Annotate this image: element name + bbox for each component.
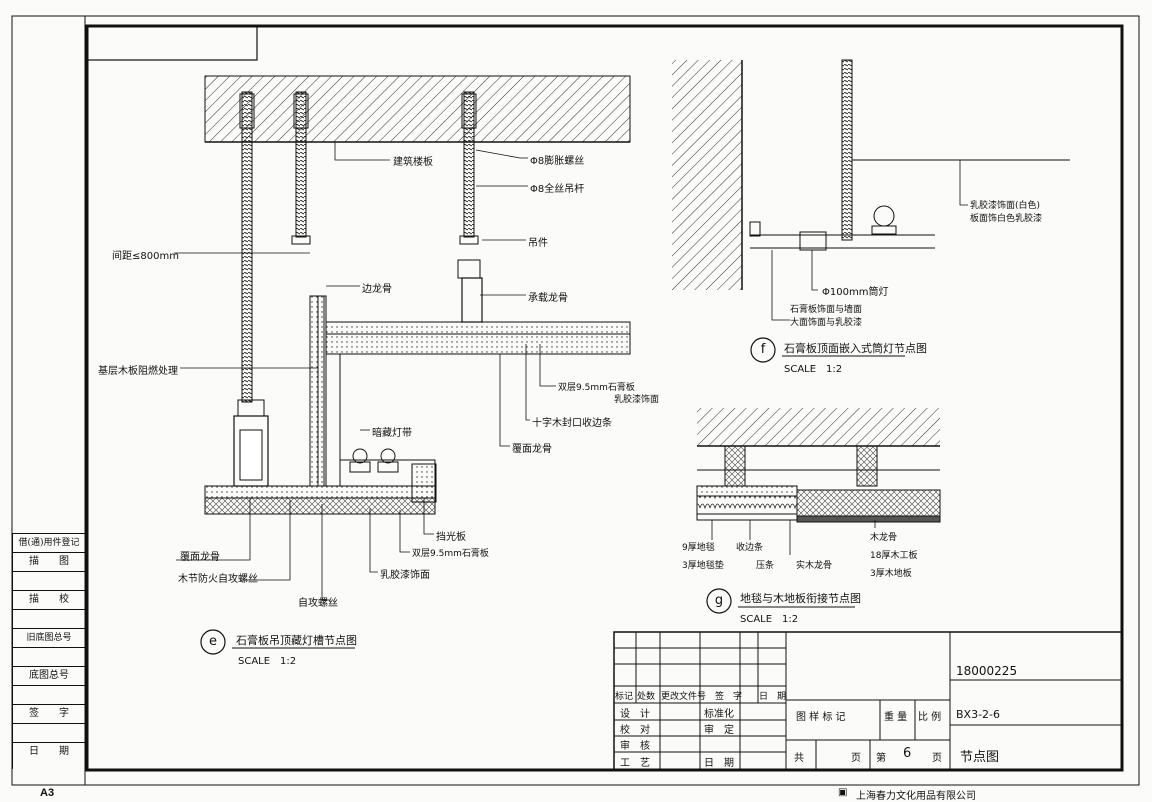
tb-proof: 校 对 [620,725,650,736]
label-paint: 乳胶漆饰面 [614,395,660,405]
vendor-name: 上海春力文化用品有限公司 [856,791,976,802]
label-hanger: 吊件 [528,238,548,249]
register-item-sign: 签 字 [13,704,85,723]
label-double-gypsum-2: 双层9.5mm石膏板 [412,549,489,559]
label-floor: 3厚木地板 [870,569,912,579]
register-item-old-no: 旧底图总号 [13,628,85,647]
label-base-board: 基层木板阻燃处理 [98,366,178,377]
label-f-right-2: 板面饰白色乳胶漆 [970,214,1043,224]
label-f-edge-1: 石膏板饰面与墙面 [790,305,863,315]
tb-header-count: 处数 [637,692,656,702]
label-underlay: 3厚地毯垫 [682,561,724,571]
tb-scale-label: 比 例 [918,712,942,723]
tb-header-sign: 签 字 [715,692,743,702]
detail-e-marker-circle [200,629,226,655]
label-trim: 压条 [756,561,775,571]
label-strip: 收边条 [736,543,764,553]
label-paint-2: 乳胶漆饰面 [380,570,430,581]
detail-e-scale: SCALE 1:2 [238,656,297,667]
label-f-edge-2: 大面饰面与乳胶漆 [790,318,863,328]
sheet-size-label: A3 [40,787,55,799]
tb-date: 日 期 [704,758,734,769]
register-header: 借(通)用件登记 [13,533,85,552]
label-wood-finish: 十字木封口收边条 [532,418,612,429]
label-spacing: 间距≤800mm [112,251,179,262]
label-f-right-1: 乳胶漆饰面(白色) [970,201,1041,211]
register-blank [13,723,85,742]
label-cover-keel-2: 覆面龙骨 [180,552,220,563]
register-item-base-no: 底图总号 [13,666,85,685]
label-led: 暗藏灯带 [372,428,412,439]
detail-e-drawing [174,75,631,601]
detail-f-marker: f [760,342,766,357]
tb-material: BX3-2-6 [956,708,1001,721]
label-screw: 自攻螺丝 [298,598,338,609]
tb-process: 工 艺 [620,758,650,769]
tb-name: 节点图 [960,750,1000,765]
label-downlight: Φ100mm筒灯 [822,287,889,298]
label-double-gypsum: 双层9.5mm石膏板 [558,383,635,393]
detail-f-title: 石膏板顶面嵌入式筒灯节点图 [784,342,927,355]
register-column: 借(通)用件登记 描 图 描 校 旧底图总号 底图总号 签 字 日 期 [12,533,86,769]
register-item-check: 描 校 [13,590,85,609]
tb-header-change-doc: 更改文件号 [661,692,707,702]
register-blank [13,647,85,666]
title-block-grid [613,631,1123,771]
register-blank [13,571,85,590]
tb-header-date: 日 期 [759,692,787,702]
tb-sheet-label: 第 [876,753,886,764]
detail-g-drawing [696,408,941,555]
detail-e-title: 石膏板吊顶藏灯槽节点图 [236,634,357,647]
label-wood-keel: 木龙骨 [870,533,898,543]
label-cover-keel: 覆面龙骨 [512,444,552,455]
label-slab: 建筑楼板 [393,157,433,168]
tb-review: 审 核 [620,741,650,752]
tb-header-mark: 标记 [615,692,634,702]
label-expansion-bolt: Φ8膨胀螺丝 [530,156,585,167]
vendor-logo: ▣ [838,787,848,798]
label-shield: 挡光板 [436,532,466,543]
label-edge-keel: 边龙骨 [362,284,392,295]
tb-drawing-no: 18000225 [956,664,1018,678]
tb-mark-label: 图 样 标 记 [796,712,846,723]
register-blank [13,609,85,628]
detail-f-scale: SCALE 1:2 [784,364,843,375]
label-plywood: 18厚木工板 [870,551,918,561]
label-substrate: 实木龙骨 [796,561,833,571]
tb-page-label: 页 [851,753,861,764]
tb-total-label: 共 [794,753,804,764]
tb-sheet-page: 页 [932,753,942,764]
tb-standard: 标准化 [704,709,734,720]
register-blank [13,685,85,704]
label-wood-trim: 木节防火自攻螺丝 [178,574,258,585]
tb-design: 设 计 [620,709,650,720]
detail-g-title: 地毯与木地板衔接节点图 [740,592,861,605]
detail-g-marker-circle [706,588,732,614]
detail-f-marker-circle [750,337,776,363]
label-carpet: 9厚地毯 [682,543,715,553]
detail-e-marker: e [209,634,217,649]
detail-g-marker: g [714,593,724,608]
detail-f-drawing [672,59,1070,321]
register-item-date: 日 期 [13,742,85,761]
label-main-keel: 承载龙骨 [528,293,568,304]
tb-approve: 审 定 [704,725,734,736]
tb-weight-label: 重 量 [884,712,908,723]
tb-sheet-no: 6 [903,746,912,761]
register-item-trace: 描 图 [13,552,85,571]
label-rod: Φ8全丝吊杆 [530,184,585,195]
detail-g-scale: SCALE 1:2 [740,614,799,625]
